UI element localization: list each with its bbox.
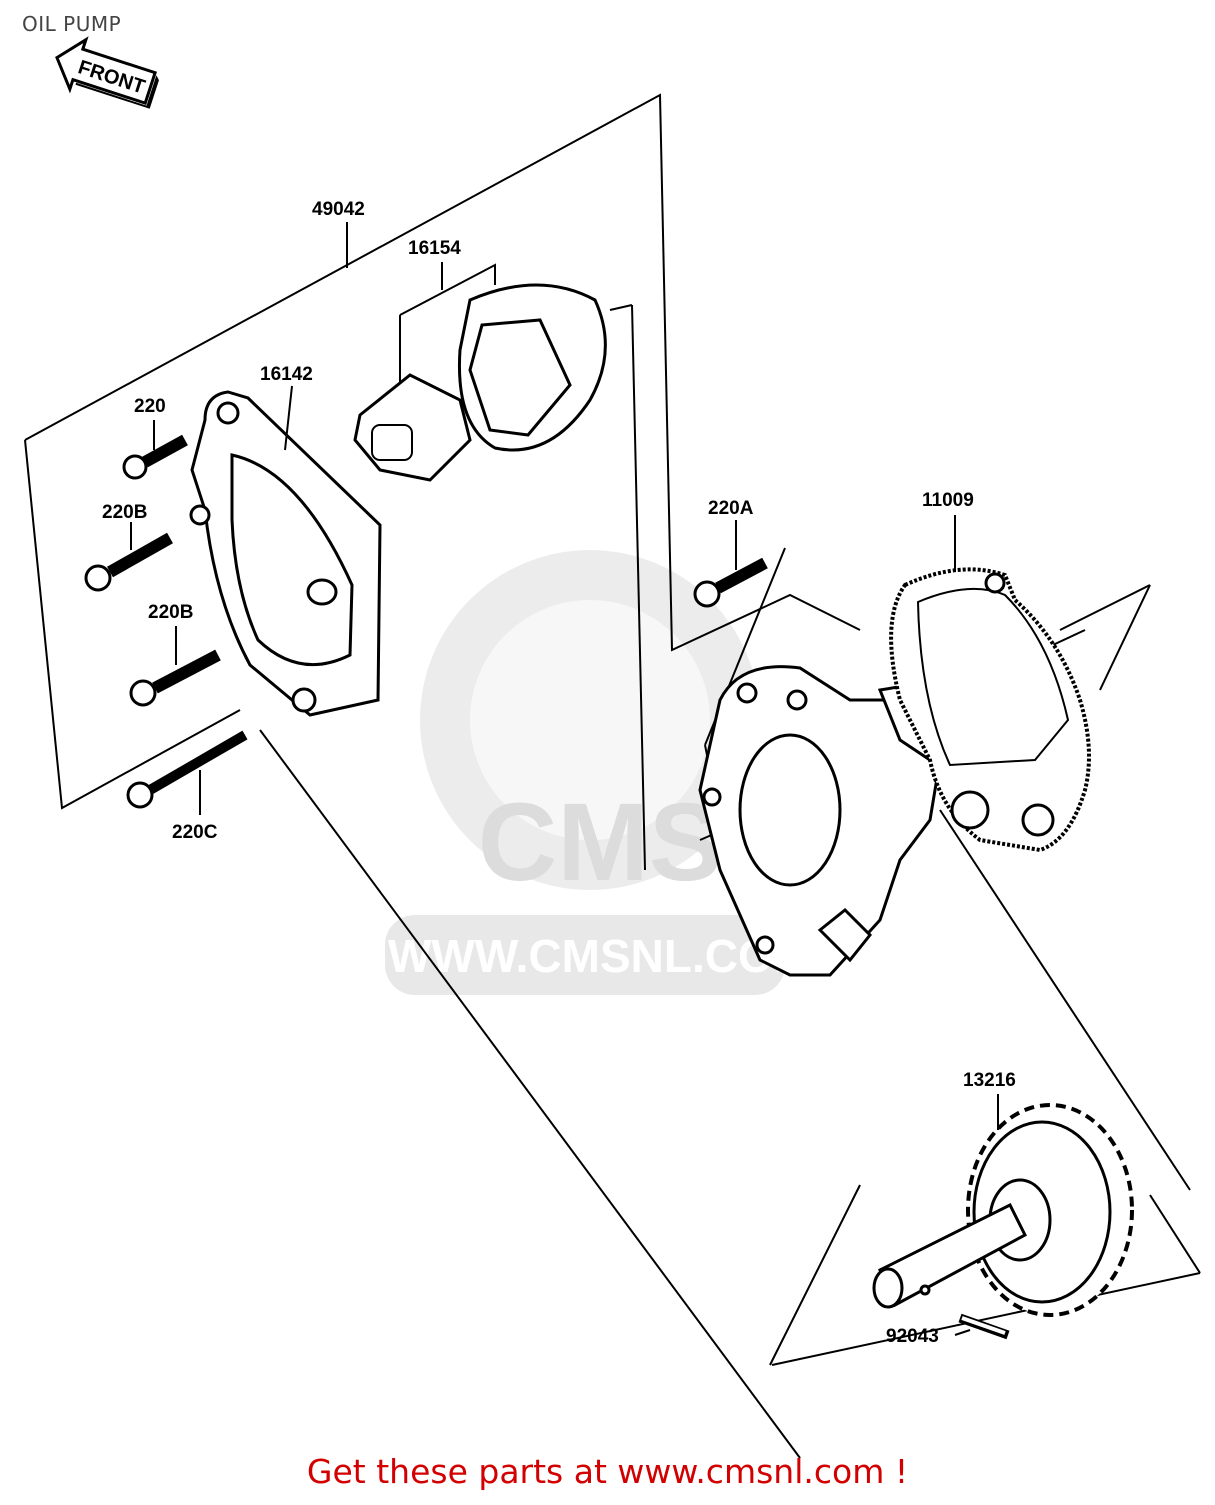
- label-220B-lower: 220B: [148, 602, 193, 623]
- label-16142: 16142: [260, 364, 313, 385]
- get-parts-link[interactable]: Get these parts at www.cmsnl.com !: [306, 1452, 909, 1491]
- cms-watermark: CMS WWW.CMSNL.COM: [385, 550, 812, 995]
- label-16154: 16154: [408, 238, 461, 259]
- screw-220B-lower: [129, 649, 221, 707]
- leader-lines: [130, 222, 999, 1336]
- watermark-logo: CMS: [478, 781, 722, 904]
- label-49042: 49042: [312, 199, 365, 220]
- screw-220B-upper: [84, 532, 173, 592]
- pin-92043: [958, 1313, 1010, 1340]
- label-220C: 220C: [172, 822, 218, 843]
- label-220: 220: [134, 396, 166, 417]
- drive-gear-13216: [872, 1103, 1134, 1317]
- label-92043: 92043: [886, 1326, 939, 1347]
- label-11009: 11009: [922, 490, 974, 511]
- screw-220A: [693, 557, 768, 608]
- gasket-11009: [889, 567, 1091, 853]
- screw-220C: [126, 730, 248, 809]
- label-220B-upper: 220B: [102, 502, 147, 523]
- pump-cover-16142: [189, 390, 382, 717]
- front-arrow-icon: FRONT: [55, 36, 159, 109]
- screw-220: [122, 434, 188, 480]
- watermark-url: WWW.CMSNL.COM: [388, 930, 812, 982]
- label-13216: 13216: [963, 1070, 1016, 1091]
- label-220A: 220A: [708, 498, 754, 519]
- pump-rotors-16154: [353, 283, 607, 482]
- page-title: OIL PUMP: [22, 12, 122, 36]
